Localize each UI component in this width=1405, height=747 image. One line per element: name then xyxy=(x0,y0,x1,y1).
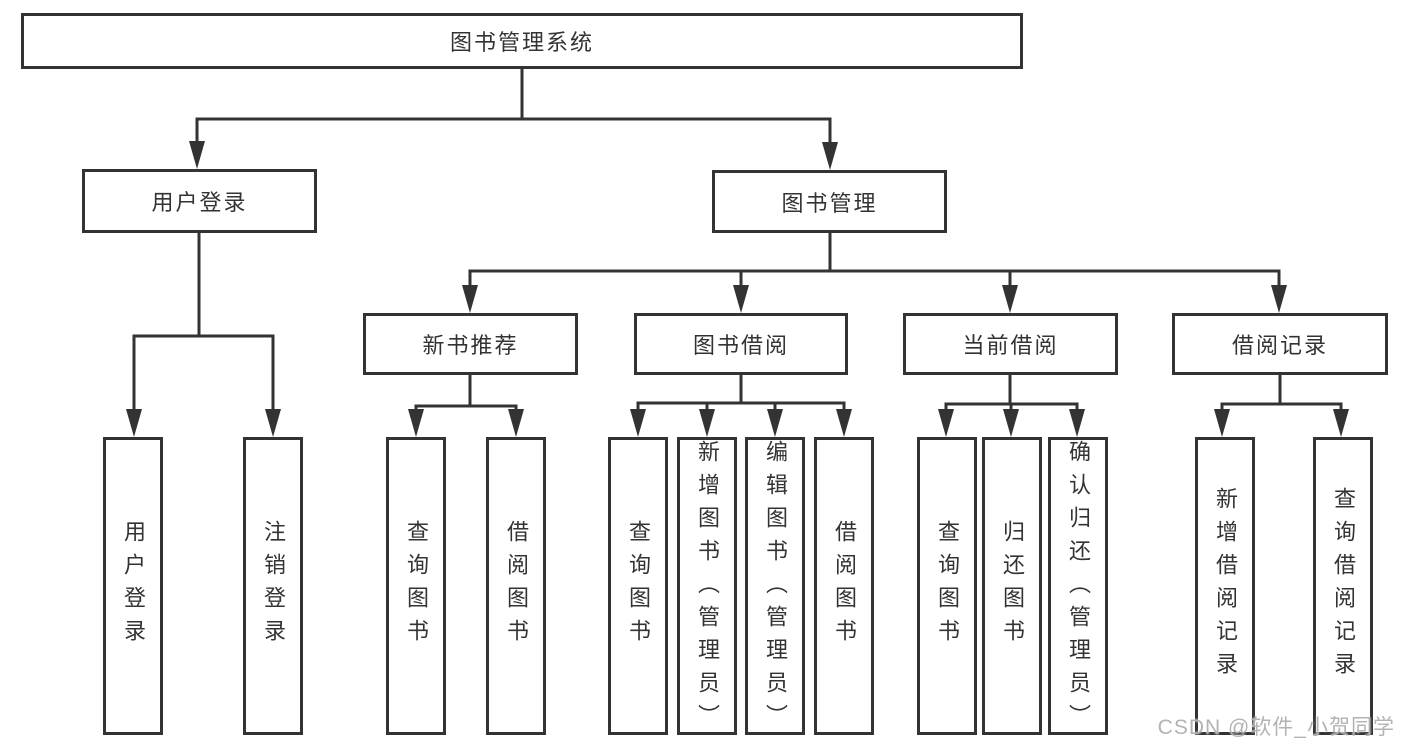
connector-current-borrow-branch xyxy=(944,375,1079,411)
csdn-watermark: CSDN @软件_小贺同学 xyxy=(1157,716,1395,739)
node-label: 图书管理系统 xyxy=(449,30,594,55)
leaf-query-borrow-record: 查询借阅记录 xyxy=(1313,437,1373,735)
leaf-label: 借阅图书 xyxy=(504,520,529,652)
leaf-add-books-admin: 新增图书（管理员） xyxy=(677,437,737,737)
leaf-label: 编辑图书（管理员） xyxy=(763,440,788,737)
leaf-confirm-return-admin: 确认归还（管理员） xyxy=(1048,437,1108,737)
node-book-management: 图书管理 xyxy=(712,170,947,233)
leaf-label: 查询图书 xyxy=(935,520,960,652)
arrowheads-level2 xyxy=(189,141,838,170)
node-label: 新书推荐 xyxy=(422,333,519,358)
node-label: 用户登录 xyxy=(151,190,248,215)
arrowheads-book-borrow-branch xyxy=(630,409,852,437)
node-label: 图书管理 xyxy=(781,190,878,216)
node-borrowing-records: 借阅记录 xyxy=(1172,313,1388,375)
leaf-label: 注销登录 xyxy=(261,520,286,652)
arrowheads-new-book-branch xyxy=(408,409,524,437)
leaf-label: 查询图书 xyxy=(404,520,429,652)
leaf-query-books-borrowing: 查询图书 xyxy=(608,437,668,735)
leaf-label: 借阅图书 xyxy=(832,520,857,652)
leaf-label: 新增借阅记录 xyxy=(1213,487,1238,685)
arrowheads-level3 xyxy=(462,285,1287,313)
node-label: 图书借阅 xyxy=(692,333,789,358)
leaf-label: 归还图书 xyxy=(1000,520,1025,652)
leaf-label: 查询借阅记录 xyxy=(1331,487,1356,685)
connector-new-book-branch xyxy=(414,375,518,411)
leaf-user-login: 用户登录 xyxy=(103,437,163,735)
node-label: 当前借阅 xyxy=(962,333,1059,358)
connector-root-to-level2 xyxy=(195,69,832,144)
leaf-borrow-books: 借阅图书 xyxy=(814,437,874,735)
leaf-label: 新增图书（管理员） xyxy=(695,440,720,737)
leaf-label: 查询图书 xyxy=(626,520,651,652)
node-current-borrowing: 当前借阅 xyxy=(903,313,1118,375)
leaf-query-books-current: 查询图书 xyxy=(917,437,977,735)
arrowheads-user-login-branch xyxy=(126,409,281,437)
node-library-management-system: 图书管理系统 xyxy=(21,13,1023,69)
arrowheads-current-borrow-branch xyxy=(938,409,1085,437)
node-new-book-recommendation: 新书推荐 xyxy=(363,313,578,375)
connector-user-login-branch xyxy=(132,233,275,411)
leaf-label: 确认归还（管理员） xyxy=(1066,440,1091,737)
connector-borrow-records-branch xyxy=(1220,375,1343,411)
leaf-query-books-recommend: 查询图书 xyxy=(386,437,446,735)
arrowheads-borrow-records-branch xyxy=(1214,409,1349,437)
node-user-login: 用户登录 xyxy=(82,169,317,233)
leaf-label: 用户登录 xyxy=(121,520,146,652)
leaf-add-borrow-record: 新增借阅记录 xyxy=(1195,437,1255,735)
leaf-return-books: 归还图书 xyxy=(982,437,1042,735)
connector-book-borrow-branch xyxy=(636,375,846,411)
leaf-edit-books-admin: 编辑图书（管理员） xyxy=(745,437,805,737)
leaf-logout: 注销登录 xyxy=(243,437,303,735)
connector-book-management-branch xyxy=(468,233,1281,287)
node-book-borrowing: 图书借阅 xyxy=(634,313,848,375)
node-label: 借阅记录 xyxy=(1231,333,1328,358)
leaf-borrow-books-recommend: 借阅图书 xyxy=(486,437,546,735)
